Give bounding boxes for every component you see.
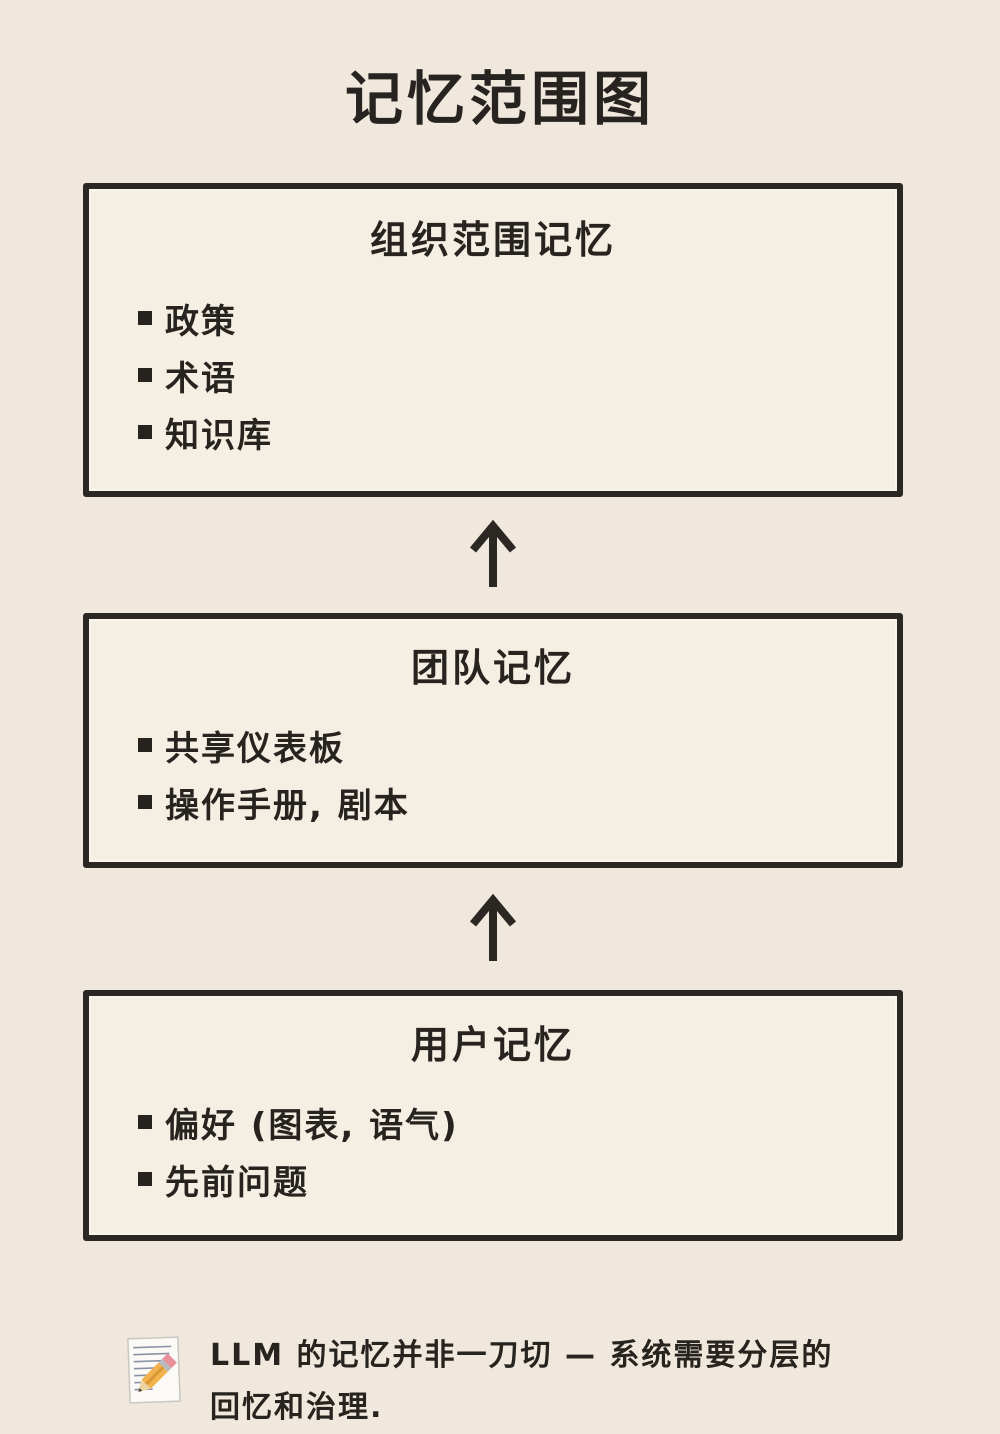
org-memory-list: 政策 术语 知识库 <box>89 295 897 456</box>
square-bullet-icon <box>138 1172 152 1186</box>
list-item-label: 先前问题 <box>165 1162 309 1203</box>
memo-icon <box>122 1334 186 1408</box>
list-item-label: 知识库 <box>165 415 273 456</box>
square-bullet-icon <box>138 738 152 752</box>
list-item: 知识库 <box>138 409 897 456</box>
list-item: 偏好 (图表, 语气) <box>138 1099 897 1146</box>
footer-note: LLM 的记忆并非一刀切 — 系统需要分层的回忆和治理. <box>122 1330 882 1434</box>
list-item-label: 共享仪表板 <box>165 728 345 769</box>
list-item-label: 政策 <box>165 301 237 342</box>
org-memory-title: 组织范围记忆 <box>369 218 616 262</box>
list-item-label: 术语 <box>165 358 237 399</box>
square-bullet-icon <box>138 368 152 382</box>
list-item-label: 操作手册, 剧本 <box>165 785 410 826</box>
square-bullet-icon <box>138 425 152 439</box>
square-bullet-icon <box>138 311 152 325</box>
list-item: 政策 <box>138 295 897 342</box>
list-item-label: 偏好 (图表, 语气) <box>165 1105 459 1146</box>
org-memory-box: 组织范围记忆 政策 术语 知识库 <box>83 183 903 497</box>
up-arrow-icon <box>464 517 522 589</box>
square-bullet-icon <box>138 795 152 809</box>
list-item: 术语 <box>138 352 897 399</box>
up-arrow-icon <box>464 891 522 963</box>
list-item: 操作手册, 剧本 <box>138 779 897 826</box>
list-item: 先前问题 <box>138 1156 897 1203</box>
user-memory-list: 偏好 (图表, 语气) 先前问题 <box>89 1099 897 1203</box>
user-memory-box: 用户记忆 偏好 (图表, 语气) 先前问题 <box>83 990 903 1241</box>
team-memory-list: 共享仪表板 操作手册, 剧本 <box>89 722 897 826</box>
user-memory-title: 用户记忆 <box>410 1023 575 1067</box>
list-item: 共享仪表板 <box>138 722 897 769</box>
team-memory-title: 团队记忆 <box>410 646 575 690</box>
team-memory-box: 团队记忆 共享仪表板 操作手册, 剧本 <box>83 613 903 868</box>
page-title: 记忆范围图 <box>344 65 655 133</box>
square-bullet-icon <box>138 1115 152 1129</box>
footer-text: LLM 的记忆并非一刀切 — 系统需要分层的回忆和治理. <box>210 1338 834 1425</box>
